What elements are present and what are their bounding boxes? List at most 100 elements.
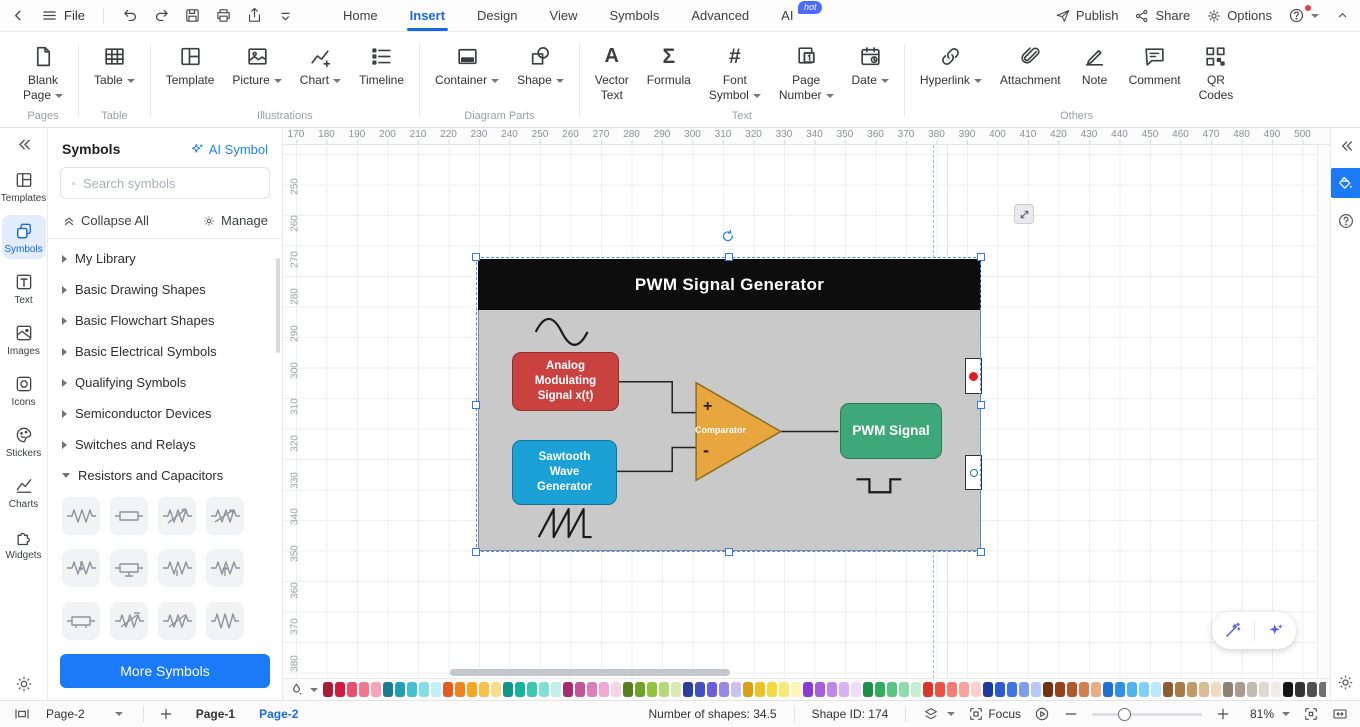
color-swatch[interactable] xyxy=(803,682,813,697)
color-swatch[interactable] xyxy=(539,682,549,697)
pwm-diagram[interactable]: PWM Signal Generator Analog Modulating S… xyxy=(478,259,982,551)
color-swatch[interactable] xyxy=(455,682,465,697)
focus-button[interactable]: Focus xyxy=(968,706,1021,722)
collapse-panel-icon[interactable] xyxy=(15,136,32,153)
color-swatch[interactable] xyxy=(779,682,789,697)
ribbon-chart-button[interactable]: Chart xyxy=(293,38,348,90)
symbol-resistor-zigzag[interactable] xyxy=(62,497,100,535)
save-icon[interactable] xyxy=(184,7,201,24)
color-swatch[interactable] xyxy=(647,682,657,697)
symbol-resistor-trim[interactable] xyxy=(110,601,148,640)
library-resistors-and-capacitors[interactable]: Resistors and Capacitors xyxy=(48,460,282,491)
selection-handle[interactable] xyxy=(472,548,480,556)
color-swatch[interactable] xyxy=(815,682,825,697)
layers-button[interactable] xyxy=(923,706,956,722)
selection-handle[interactable] xyxy=(724,253,733,261)
color-swatch[interactable] xyxy=(1127,682,1137,697)
publish-button[interactable]: Publish xyxy=(1055,8,1118,24)
color-swatch[interactable] xyxy=(695,682,705,697)
fit-screen-icon[interactable] xyxy=(1303,706,1319,722)
color-swatch[interactable] xyxy=(1259,682,1269,697)
symbol-resistor-trim2[interactable] xyxy=(158,601,196,640)
collapse-right-panel-icon[interactable] xyxy=(1338,138,1354,154)
color-swatch[interactable] xyxy=(371,682,381,697)
vertical-scrollbar[interactable] xyxy=(1317,145,1330,678)
color-swatch[interactable] xyxy=(575,682,585,697)
color-swatch[interactable] xyxy=(1271,682,1281,697)
color-swatch[interactable] xyxy=(755,682,765,697)
color-swatch[interactable] xyxy=(407,682,417,697)
color-swatch[interactable] xyxy=(863,682,873,697)
menu-tab-insert[interactable]: Insert xyxy=(395,0,460,31)
ai-sparkles-button[interactable] xyxy=(1255,621,1297,640)
ribbon-hyperlink-button[interactable]: Hyperlink xyxy=(913,38,989,90)
color-swatch[interactable] xyxy=(1019,682,1029,697)
symbol-resistor-pot-wiper[interactable] xyxy=(206,549,244,588)
color-swatch[interactable] xyxy=(1295,682,1305,697)
collapse-all-button[interactable]: Collapse All xyxy=(62,213,149,228)
color-swatch[interactable] xyxy=(635,682,645,697)
color-swatch[interactable] xyxy=(935,682,945,697)
color-swatch[interactable] xyxy=(1307,682,1317,697)
color-swatch[interactable] xyxy=(419,682,429,697)
canvas-settings-gear-icon[interactable] xyxy=(1336,673,1355,692)
page-tab-page-1[interactable]: Page-1 xyxy=(195,707,236,721)
options-button[interactable]: Options xyxy=(1206,8,1272,24)
color-swatch[interactable] xyxy=(707,682,717,697)
symbol-resistor-box-tapped[interactable] xyxy=(62,601,100,640)
fill-color-tool[interactable] xyxy=(289,682,318,697)
file-menu-button[interactable]: File xyxy=(41,7,85,24)
color-swatch[interactable] xyxy=(587,682,597,697)
sidebar-item-widgets[interactable]: Widgets xyxy=(2,521,46,565)
color-swatch[interactable] xyxy=(1163,682,1173,697)
ai-symbol-button[interactable]: AI Symbol xyxy=(190,142,268,157)
color-swatch[interactable] xyxy=(491,682,501,697)
selection-handle[interactable] xyxy=(977,548,985,556)
color-swatch[interactable] xyxy=(527,682,537,697)
color-swatch[interactable] xyxy=(395,682,405,697)
color-swatch[interactable] xyxy=(1103,682,1113,697)
symbol-resistor-var-arrow2[interactable] xyxy=(206,497,244,535)
zoom-level-button[interactable]: 81% xyxy=(1244,707,1290,721)
color-swatch[interactable] xyxy=(959,682,969,697)
symbol-resistor-var-arrow[interactable] xyxy=(158,497,196,535)
color-swatch[interactable] xyxy=(383,682,393,697)
color-swatch[interactable] xyxy=(1007,682,1017,697)
manage-button[interactable]: Manage xyxy=(202,213,268,228)
symbol-resistor-pot-tap[interactable] xyxy=(158,549,196,588)
color-swatch[interactable] xyxy=(1319,682,1326,697)
menu-tab-home[interactable]: Home xyxy=(342,8,378,23)
undo-icon[interactable] xyxy=(122,7,139,24)
library-semiconductor-devices[interactable]: Semiconductor Devices xyxy=(48,398,282,429)
analog-signal-block[interactable]: Analog Modulating Signal x(t) xyxy=(512,352,619,411)
color-swatch[interactable] xyxy=(1151,682,1161,697)
color-swatch[interactable] xyxy=(347,682,357,697)
panel-scrollbar[interactable] xyxy=(276,258,280,353)
share-button[interactable]: Share xyxy=(1134,8,1190,24)
menu-tab-design[interactable]: Design xyxy=(477,8,518,23)
color-swatch[interactable] xyxy=(323,682,333,697)
ribbon-attachment-button[interactable]: Attachment xyxy=(993,38,1068,90)
symbol-resistor-box-tap[interactable] xyxy=(110,549,148,588)
color-swatch[interactable] xyxy=(503,682,513,697)
selection-handle[interactable] xyxy=(977,400,985,409)
color-swatch[interactable] xyxy=(851,682,861,697)
library-qualifying-symbols[interactable]: Qualifying Symbols xyxy=(48,367,282,398)
color-swatch[interactable] xyxy=(563,682,573,697)
rotate-handle-icon[interactable] xyxy=(721,229,736,244)
sidebar-item-templates[interactable]: Templates xyxy=(1,164,46,208)
color-swatch[interactable] xyxy=(431,682,441,697)
symbol-resistor-zigzag-arrow[interactable] xyxy=(62,549,100,588)
color-swatch[interactable] xyxy=(659,682,669,697)
color-swatch[interactable] xyxy=(791,682,801,697)
color-swatch[interactable] xyxy=(1115,682,1125,697)
color-swatch[interactable] xyxy=(611,682,621,697)
color-swatch[interactable] xyxy=(983,682,993,697)
color-swatch[interactable] xyxy=(1235,682,1245,697)
color-swatch[interactable] xyxy=(599,682,609,697)
symbol-resistor-steep[interactable] xyxy=(206,601,244,640)
